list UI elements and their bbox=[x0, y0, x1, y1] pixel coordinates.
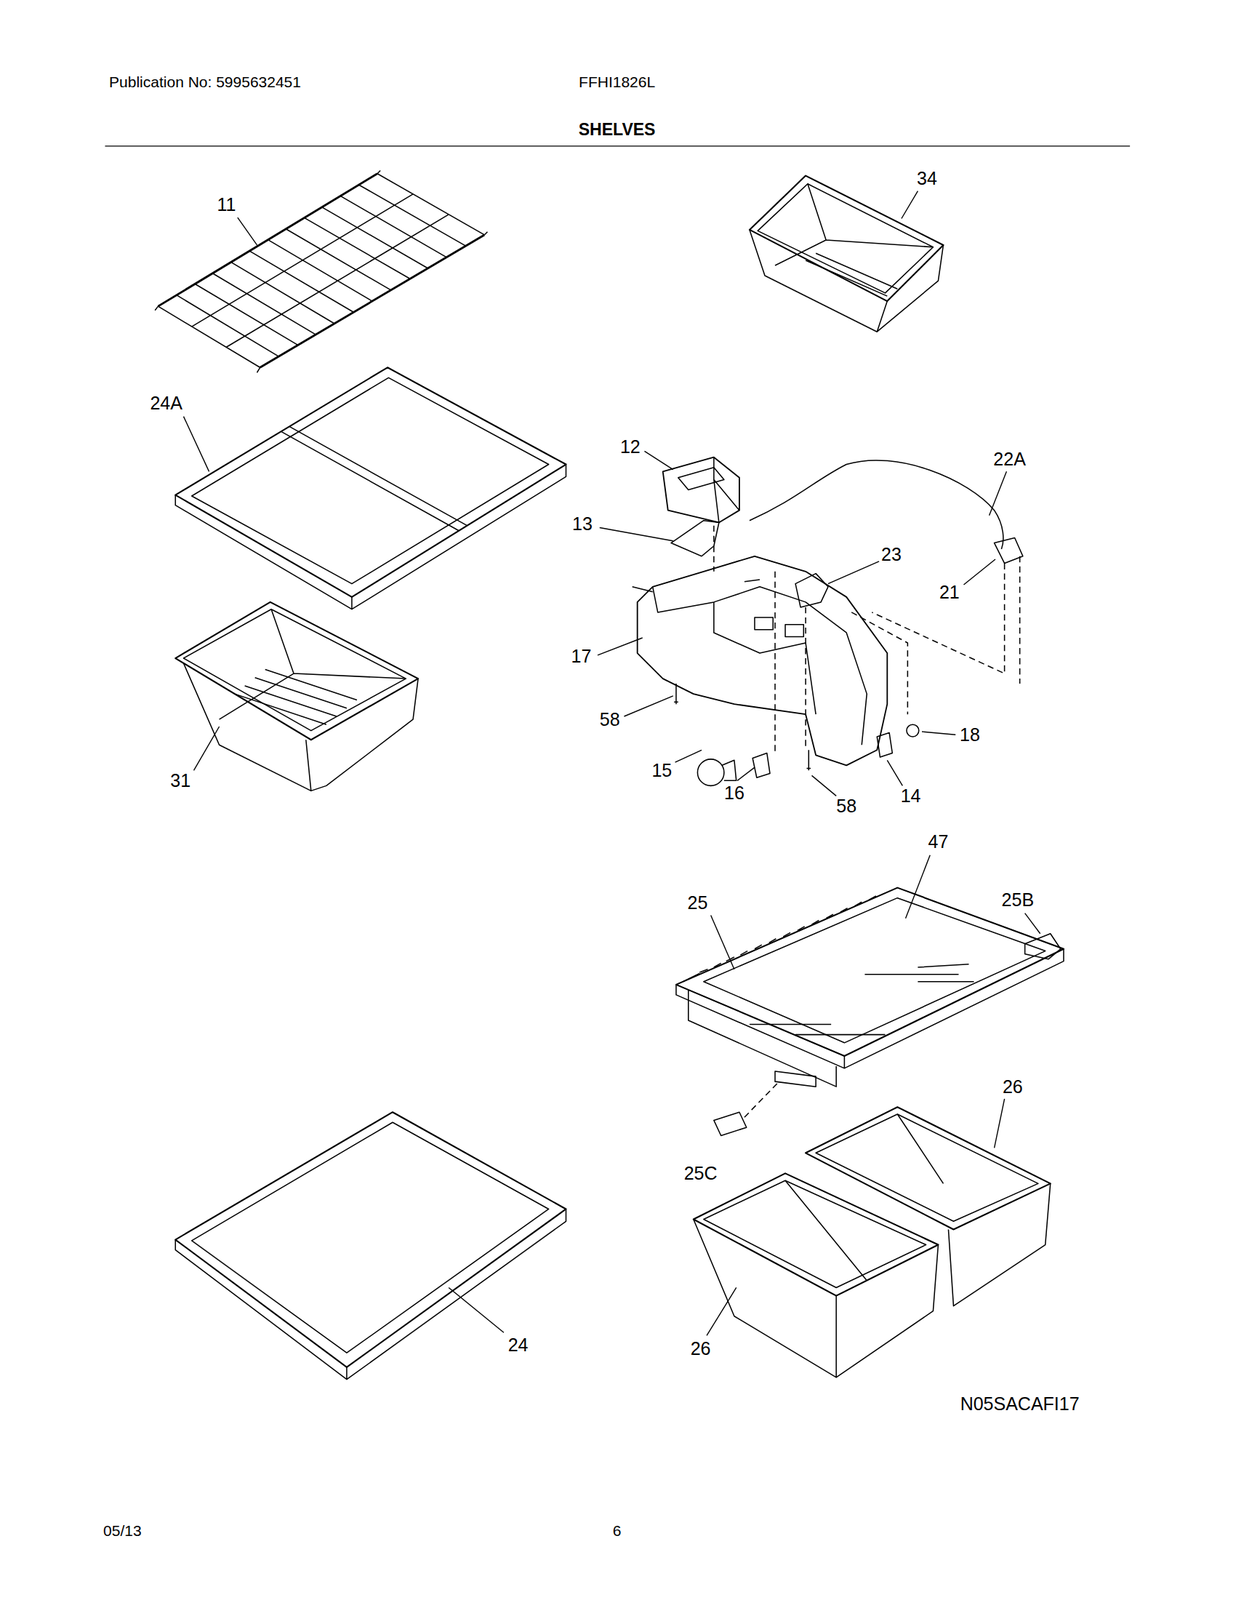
callout-number: 17 bbox=[571, 646, 592, 665]
callout-number: 25 bbox=[687, 893, 708, 912]
date-code: 05/13 bbox=[103, 1521, 142, 1538]
callout-number: 21 bbox=[939, 582, 960, 601]
publication-number: Publication No: 5995632451 bbox=[109, 74, 302, 90]
glass-shelf bbox=[175, 367, 566, 609]
page-title: SHELVES bbox=[578, 121, 656, 139]
glass-shelf-frame bbox=[676, 887, 1064, 1136]
callout-number: 23 bbox=[881, 544, 902, 563]
callout-number: 16 bbox=[724, 783, 745, 802]
callout-number: 58 bbox=[599, 709, 621, 728]
callout-number: 14 bbox=[900, 786, 922, 805]
page-number: 6 bbox=[612, 1521, 622, 1538]
pan-drawers bbox=[693, 1106, 1051, 1378]
callout-number: 24 bbox=[508, 1334, 529, 1354]
callout-number: 34 bbox=[916, 169, 938, 188]
callout-number: 47 bbox=[928, 832, 949, 851]
door-bin bbox=[749, 175, 944, 333]
callout-number: 31 bbox=[170, 771, 191, 790]
callout-number: 58 bbox=[836, 796, 857, 816]
callout-number: 26 bbox=[690, 1339, 712, 1358]
callout-number: 25B bbox=[1001, 890, 1034, 909]
callout-number: 22A bbox=[993, 450, 1026, 469]
crisper-bin bbox=[175, 602, 419, 791]
glass-shelf-lower bbox=[175, 1111, 566, 1379]
callout-number: 12 bbox=[620, 437, 641, 456]
wire-shelf bbox=[154, 170, 488, 373]
dispenser-assembly bbox=[632, 457, 1023, 786]
callout-number: 24A bbox=[149, 394, 182, 413]
callout-number: 18 bbox=[959, 724, 981, 744]
callout-number: 25C bbox=[684, 1164, 718, 1183]
leader-lines bbox=[183, 191, 1040, 1336]
callout-number: 26 bbox=[1002, 1076, 1023, 1095]
figure-code: N05SACAFI17 bbox=[960, 1394, 1080, 1413]
callout-number: 11 bbox=[216, 194, 236, 214]
callout-number: 13 bbox=[572, 514, 593, 533]
model-number: FFHI1826L bbox=[578, 74, 656, 90]
callout-number: 15 bbox=[651, 760, 672, 779]
